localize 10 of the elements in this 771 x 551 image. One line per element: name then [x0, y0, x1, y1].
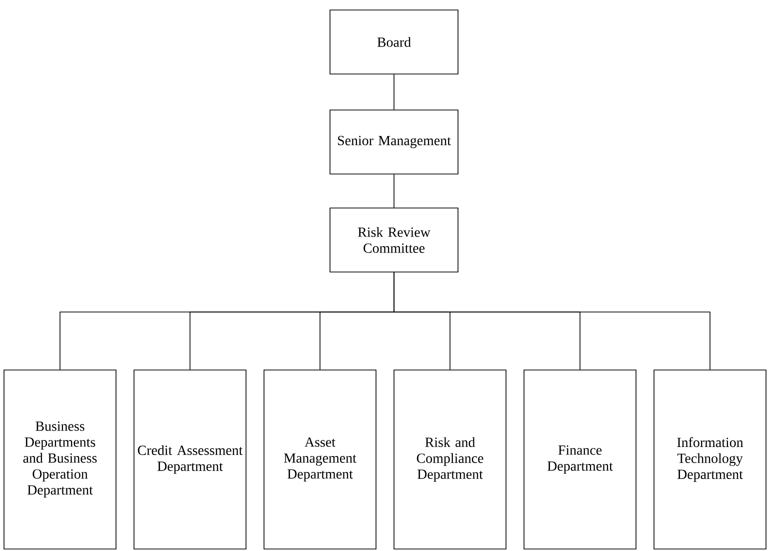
department-box: Finance Department: [524, 370, 636, 550]
department-box: Risk and Compliance Department: [394, 370, 506, 550]
department-box: Asset Management Department: [264, 370, 376, 550]
role-box: Risk Review Committee: [330, 208, 458, 272]
department-box: Business Departments and Business Operation Department: [4, 370, 116, 550]
role-box: Board: [330, 10, 458, 74]
department-box: Information Technology Department: [654, 370, 766, 550]
connector-line: [394, 272, 710, 370]
department-box: Credit Assessment Department: [134, 370, 246, 550]
role-box: Senior Management: [330, 110, 458, 174]
